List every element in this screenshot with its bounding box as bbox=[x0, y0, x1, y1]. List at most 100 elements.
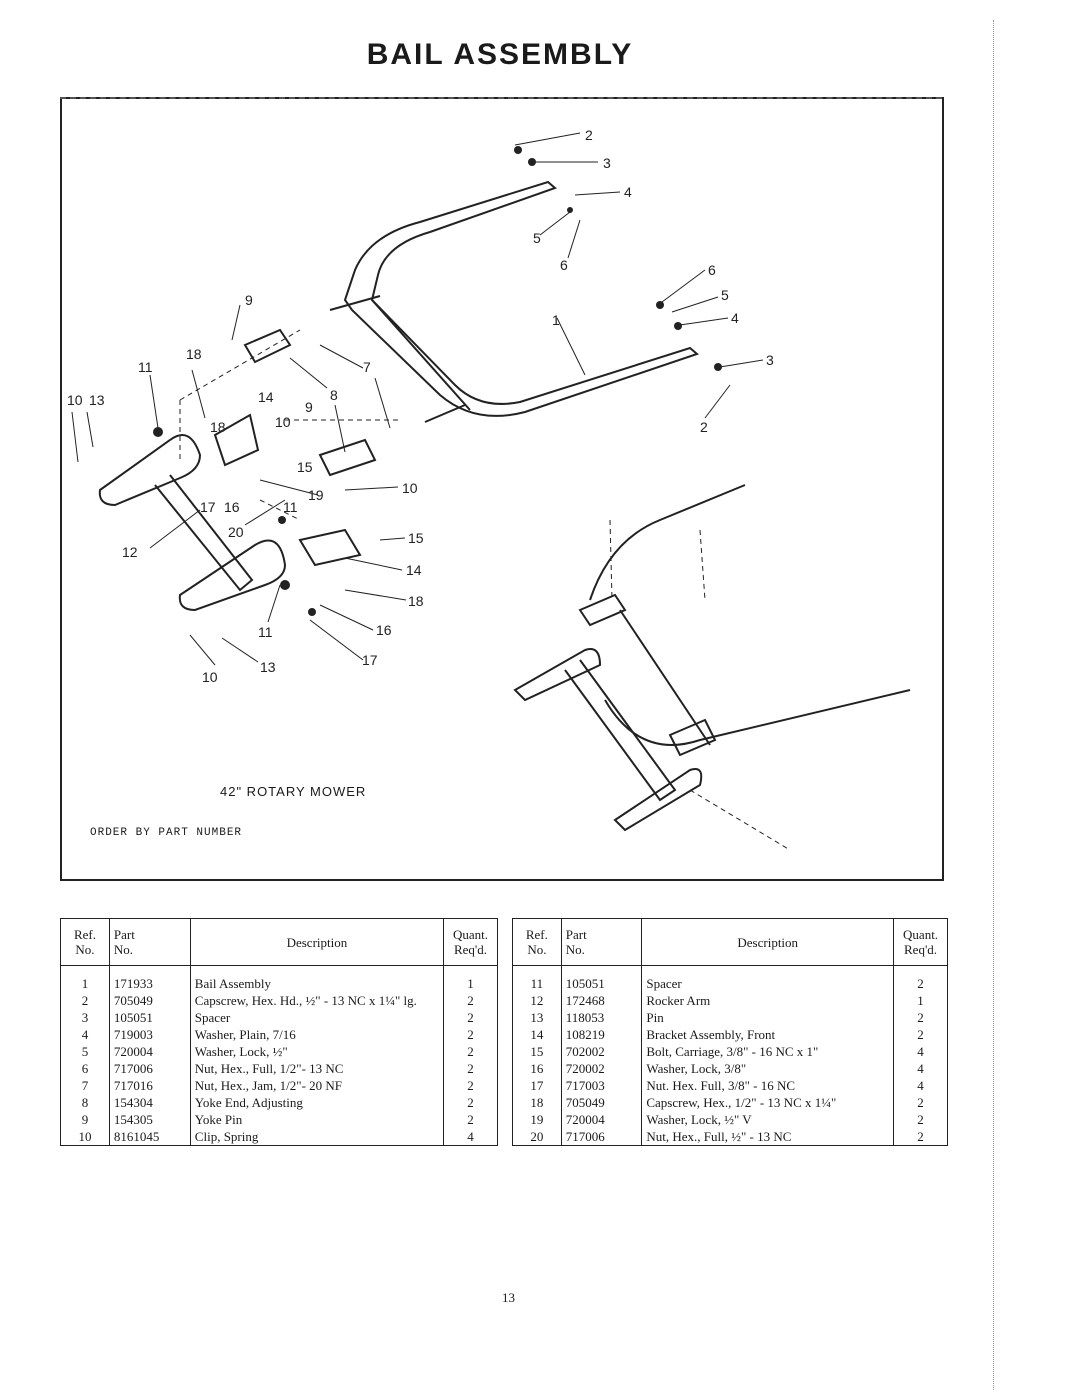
callout-8: 8 bbox=[330, 387, 338, 403]
leader-5b bbox=[671, 296, 719, 313]
ref-cell: 17 bbox=[512, 1077, 562, 1094]
description-cell: Bail Assembly bbox=[190, 965, 445, 992]
callout-10: 10 bbox=[67, 392, 83, 408]
page-title: BAIL ASSEMBLY bbox=[366, 38, 634, 71]
quantity-cell: 4 bbox=[917, 1044, 924, 1059]
bail-rod-left bbox=[329, 295, 381, 311]
leader-19 bbox=[259, 479, 319, 496]
dashed-leader-b bbox=[609, 519, 791, 851]
description-cell: Capscrew, Hex., 1/2" - 13 NC x 1¼" bbox=[641, 1094, 895, 1111]
callout-1: 1 bbox=[552, 312, 560, 328]
part-number-cell: 720002 bbox=[561, 1060, 643, 1077]
header-quant: Quant.Req'd. bbox=[893, 918, 948, 966]
figure-frame bbox=[60, 97, 944, 881]
callout-13b: 13 bbox=[260, 659, 276, 675]
part-number-cell: 702002 bbox=[561, 1043, 643, 1060]
spacer-3-mark bbox=[528, 158, 536, 166]
quantity-cell: 4 bbox=[917, 1078, 924, 1093]
callout-18: 18 bbox=[186, 346, 202, 362]
part-number-cell: 705049 bbox=[109, 992, 191, 1009]
leader-12 bbox=[149, 509, 201, 549]
callout-4b: 4 bbox=[731, 310, 739, 326]
callout-20: 20 bbox=[228, 524, 244, 540]
quantity-cell: 2 bbox=[917, 976, 924, 991]
ref-cell: 7 bbox=[60, 1077, 110, 1094]
part-number-cell: 118053 bbox=[561, 1009, 643, 1026]
leader-18b bbox=[344, 589, 407, 601]
ref-cell: 16 bbox=[512, 1060, 562, 1077]
quantity-cell: 2 bbox=[467, 993, 474, 1008]
callout-6b: 6 bbox=[708, 262, 716, 278]
quantity-cell: 2 bbox=[917, 1027, 924, 1042]
figure-caption: 42" ROTARY MOWER bbox=[220, 784, 367, 799]
leader-3b bbox=[719, 359, 764, 368]
callout-14: 14 bbox=[258, 389, 274, 405]
ref-cell: 1 bbox=[60, 965, 110, 992]
capscrew-2-mark bbox=[514, 146, 522, 154]
description-cell: Bracket Assembly, Front bbox=[641, 1026, 895, 1043]
callout-15: 15 bbox=[297, 459, 313, 475]
ref-cell: 10 bbox=[60, 1128, 110, 1146]
part-number-cell: 8161045 bbox=[109, 1128, 191, 1146]
page-edge-rule bbox=[993, 20, 994, 1390]
part-number-cell: 105051 bbox=[109, 1009, 191, 1026]
callout-3: 3 bbox=[603, 155, 611, 171]
callout-10d: 10 bbox=[202, 669, 218, 685]
leader-6b bbox=[661, 269, 706, 303]
callout-11c: 11 bbox=[283, 499, 298, 515]
leader-5 bbox=[539, 211, 571, 236]
callout-6: 6 bbox=[560, 257, 568, 273]
frame-dashed-edge bbox=[60, 97, 942, 99]
bracket-front-lower bbox=[298, 528, 362, 567]
leader-13 bbox=[86, 411, 94, 448]
description-cell: Spacer bbox=[641, 965, 895, 992]
spacer-11-mark bbox=[153, 427, 163, 437]
callout-18c: 18 bbox=[210, 419, 226, 435]
ref-cell: 3 bbox=[60, 1009, 110, 1026]
ref-cell: 9 bbox=[60, 1111, 110, 1128]
bail-assembly-diagram: 2 3 4 5 6 6 5 4 3 2 1 7 8 9 10 11 12 13 … bbox=[67, 127, 911, 851]
ref-cell: 12 bbox=[512, 992, 562, 1009]
callout-11: 11 bbox=[138, 359, 153, 375]
callout-5b: 5 bbox=[721, 287, 729, 303]
leader-4b bbox=[679, 317, 729, 326]
description-cell: Yoke Pin bbox=[190, 1111, 445, 1128]
header-ref: Ref.No. bbox=[60, 918, 110, 966]
callout-11b: 11 bbox=[258, 624, 273, 640]
callout-19: 19 bbox=[308, 487, 324, 503]
leader-15 bbox=[379, 537, 406, 541]
leader-8 bbox=[289, 357, 328, 389]
quantity-cell: 2 bbox=[467, 1112, 474, 1127]
description-cell: Spacer bbox=[190, 1009, 445, 1026]
header-quant: Quant.Req'd. bbox=[443, 918, 498, 966]
description-cell: Washer, Lock, ½" V bbox=[641, 1111, 895, 1128]
part-number-cell: 108219 bbox=[561, 1026, 643, 1043]
callout-12: 12 bbox=[122, 544, 138, 560]
callout-16: 16 bbox=[224, 499, 240, 515]
part-number-cell: 719003 bbox=[109, 1026, 191, 1043]
callout-10b: 10 bbox=[275, 414, 291, 430]
description-cell: Bolt, Carriage, 3/8" - 16 NC x 1" bbox=[641, 1043, 895, 1060]
description-cell: Nut, Hex., Jam, 1/2"- 20 NF bbox=[190, 1077, 445, 1094]
callout-16b: 16 bbox=[376, 622, 392, 638]
ref-cell: 5 bbox=[60, 1043, 110, 1060]
part-number-cell: 105051 bbox=[561, 965, 643, 992]
leader-10c bbox=[189, 634, 216, 666]
part-number-cell: 717003 bbox=[561, 1077, 643, 1094]
description-cell: Nut. Hex. Full, 3/8" - 16 NC bbox=[641, 1077, 895, 1094]
